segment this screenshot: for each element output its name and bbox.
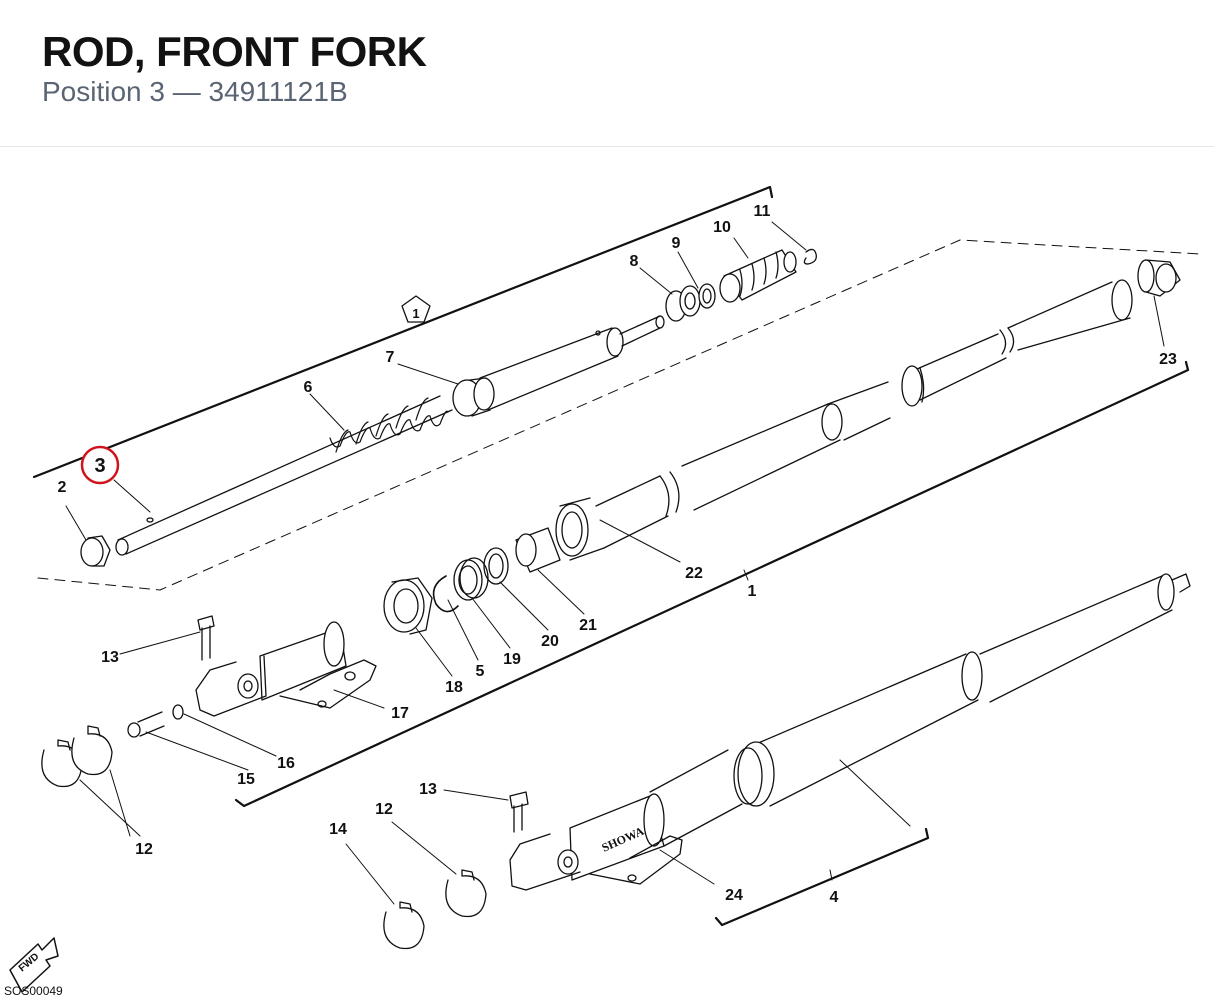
highlight-circle bbox=[80, 445, 120, 485]
figure-code: SOS00049 bbox=[4, 984, 63, 998]
label-18: 18 bbox=[445, 679, 463, 696]
label-8: 8 bbox=[630, 253, 639, 270]
label-12-left: 12 bbox=[135, 841, 153, 858]
label-4: 4 bbox=[830, 889, 839, 906]
part-3-rod bbox=[115, 395, 453, 556]
part-17-slider bbox=[195, 621, 377, 717]
part-9-washer bbox=[698, 283, 716, 309]
group-bracket-lower bbox=[234, 360, 1190, 808]
group-marker-pentagon bbox=[401, 295, 431, 323]
label-15: 15 bbox=[237, 771, 255, 788]
fwd-arrow-icon bbox=[9, 937, 59, 993]
part-13-bolt-upper bbox=[197, 615, 215, 661]
highlight-label: 3 bbox=[94, 455, 105, 477]
page-header: ROD, FRONT FORK Position 3 — 34911121B bbox=[0, 0, 1214, 147]
part-16-washer bbox=[172, 704, 184, 720]
part-15-bolt bbox=[127, 711, 165, 738]
label-2: 2 bbox=[58, 479, 67, 496]
label-14: 14 bbox=[329, 821, 347, 838]
part-23-cap bbox=[1137, 259, 1181, 297]
part-2-nut bbox=[80, 535, 111, 567]
group-marker-label: 1 bbox=[412, 306, 419, 321]
page-title: ROD, FRONT FORK bbox=[42, 28, 427, 75]
part-5-circlip bbox=[432, 575, 459, 613]
part-22-bushing bbox=[555, 497, 605, 561]
group-bracket-4 bbox=[714, 827, 930, 927]
part-11-clip bbox=[803, 248, 817, 265]
label-19: 19 bbox=[503, 651, 521, 668]
part-6-spring bbox=[329, 397, 449, 453]
label-23: 23 bbox=[1159, 351, 1177, 368]
part-10-bump-stop bbox=[719, 249, 797, 303]
label-9: 9 bbox=[672, 235, 681, 252]
part-12-clamps-left bbox=[41, 725, 113, 788]
label-10: 10 bbox=[713, 219, 731, 236]
part-8-bushing bbox=[665, 285, 701, 322]
label-7: 7 bbox=[386, 349, 395, 366]
label-22: 22 bbox=[685, 565, 703, 582]
part-12-clamp-lower bbox=[445, 869, 487, 918]
label-21: 21 bbox=[579, 617, 597, 634]
label-11: 11 bbox=[754, 203, 771, 220]
part-13-bolt-lower bbox=[509, 791, 529, 833]
leader-lines bbox=[65, 221, 1165, 905]
part-19-seal bbox=[453, 557, 489, 601]
label-20: 20 bbox=[541, 633, 559, 650]
page-subtitle: Position 3 — 34911121B bbox=[42, 76, 348, 107]
part-1-tube bbox=[595, 279, 1133, 549]
label-1: 1 bbox=[748, 583, 757, 600]
label-5: 5 bbox=[476, 663, 485, 680]
label-13-upper: 13 bbox=[101, 649, 119, 666]
part-14-clamp bbox=[383, 901, 425, 950]
group-bracket-top bbox=[32, 185, 774, 479]
part-7-guide bbox=[452, 315, 665, 417]
part-21-bushing bbox=[515, 527, 561, 573]
label-12-lower: 12 bbox=[375, 801, 393, 818]
label-24: 24 bbox=[725, 887, 743, 904]
part-20-washer bbox=[483, 547, 509, 585]
label-16: 16 bbox=[277, 755, 295, 772]
label-17: 17 bbox=[391, 705, 409, 722]
label-6: 6 bbox=[304, 379, 313, 396]
label-13-lower: 13 bbox=[419, 781, 437, 798]
part-18-dust-seal bbox=[383, 577, 433, 635]
part-4-outer-leg bbox=[509, 573, 1191, 891]
dashed-outline-cartridge bbox=[37, 239, 1201, 591]
